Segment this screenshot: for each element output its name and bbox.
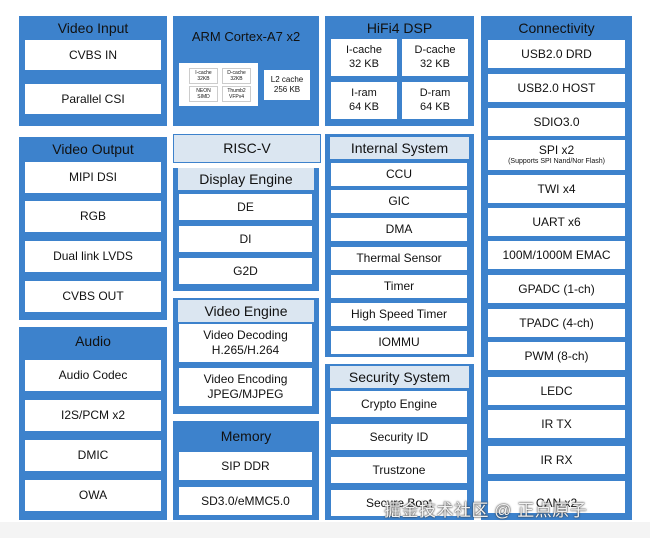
audio-item: I2S/PCM x2 — [25, 400, 161, 431]
internal-system-panel: Internal System CCU GIC DMA Thermal Sens… — [325, 134, 474, 357]
video-input-item: CVBS IN — [25, 40, 161, 70]
security-system-item: Security ID — [331, 424, 467, 450]
display-engine-item: DI — [179, 226, 312, 252]
hifi4-dsp-title: HiFi4 DSP — [366, 20, 433, 36]
connectivity-item: GPADC (1-ch) — [488, 275, 625, 303]
audio-item: OWA — [25, 480, 161, 511]
connectivity-item: PWM (8-ch) — [488, 342, 625, 370]
video-output-item: RGB — [25, 201, 161, 232]
memory-item: SD3.0/eMMC5.0 — [179, 487, 312, 515]
connectivity-item: USB2.0 DRD — [488, 40, 625, 68]
connectivity-title: Connectivity — [518, 20, 595, 36]
bottom-strip — [0, 522, 650, 538]
display-engine-title: Display Engine — [178, 168, 314, 190]
riscv-title: RISC-V — [223, 140, 271, 156]
connectivity-item: SDIO3.0 — [488, 108, 625, 136]
connectivity-panel: Connectivity USB2.0 DRD USB2.0 HOST SDIO… — [481, 16, 632, 520]
riscv-panel: RISC-V — [173, 134, 321, 163]
security-system-title: Security System — [330, 366, 469, 388]
internal-system-title: Internal System — [330, 137, 469, 159]
connectivity-spi: SPI x2 (Supports SPI Nand/Nor Flash) — [488, 140, 625, 170]
connectivity-item: UART x6 — [488, 208, 625, 236]
display-engine-item: DE — [179, 194, 312, 220]
display-engine-panel: Display Engine DE DI G2D — [173, 168, 319, 291]
audio-item: DMIC — [25, 440, 161, 471]
internal-system-item: High Speed Timer — [331, 303, 467, 326]
audio-panel: Audio Audio Codec I2S/PCM x2 DMIC OWA — [19, 327, 167, 520]
connectivity-item: 100M/1000M EMAC — [488, 241, 625, 269]
video-output-item: Dual link LVDS — [25, 241, 161, 272]
display-engine-item: G2D — [179, 258, 312, 284]
security-system-item: Trustzone — [331, 457, 467, 483]
memory-panel: Memory SIP DDR SD3.0/eMMC5.0 — [173, 421, 319, 520]
internal-system-item: Timer — [331, 275, 467, 298]
connectivity-item: TPADC (4-ch) — [488, 309, 625, 337]
security-system-item: Secure Boot — [331, 490, 467, 516]
internal-system-item: Thermal Sensor — [331, 247, 467, 270]
connectivity-item: CAN x2 — [488, 481, 625, 513]
internal-system-item: GIC — [331, 190, 467, 213]
video-input-panel: Video Input CVBS IN Parallel CSI — [19, 16, 167, 126]
video-input-title: Video Input — [57, 20, 129, 36]
video-output-title: Video Output — [52, 141, 134, 157]
connectivity-item: IR RX — [488, 446, 625, 474]
internal-system-item: IOMMU — [331, 331, 467, 354]
arm-cortex-title: ARM Cortex-A7 x2 — [191, 29, 301, 44]
security-system-item: Crypto Engine — [331, 391, 467, 417]
internal-system-item: CCU — [331, 163, 467, 186]
connectivity-item: USB2.0 HOST — [488, 74, 625, 102]
video-output-item: CVBS OUT — [25, 281, 161, 312]
connectivity-item: IR TX — [488, 410, 625, 438]
internal-system-item: DMA — [331, 218, 467, 241]
connectivity-item: LEDC — [488, 377, 625, 405]
connectivity-item: TWI x4 — [488, 175, 625, 203]
security-system-panel: Security System Crypto Engine Security I… — [325, 364, 474, 520]
memory-title: Memory — [220, 428, 272, 444]
watermark-text: 掘金技术社区 @ 正点原子 — [384, 501, 588, 520]
video-engine-title: Video Engine — [178, 300, 314, 322]
video-output-item: MIPI DSI — [25, 162, 161, 193]
memory-item: SIP DDR — [179, 452, 312, 480]
audio-item: Audio Codec — [25, 360, 161, 391]
video-output-panel: Video Output MIPI DSI RGB Dual link LVDS… — [19, 137, 167, 320]
video-input-item: Parallel CSI — [25, 84, 161, 114]
audio-title: Audio — [75, 333, 111, 349]
